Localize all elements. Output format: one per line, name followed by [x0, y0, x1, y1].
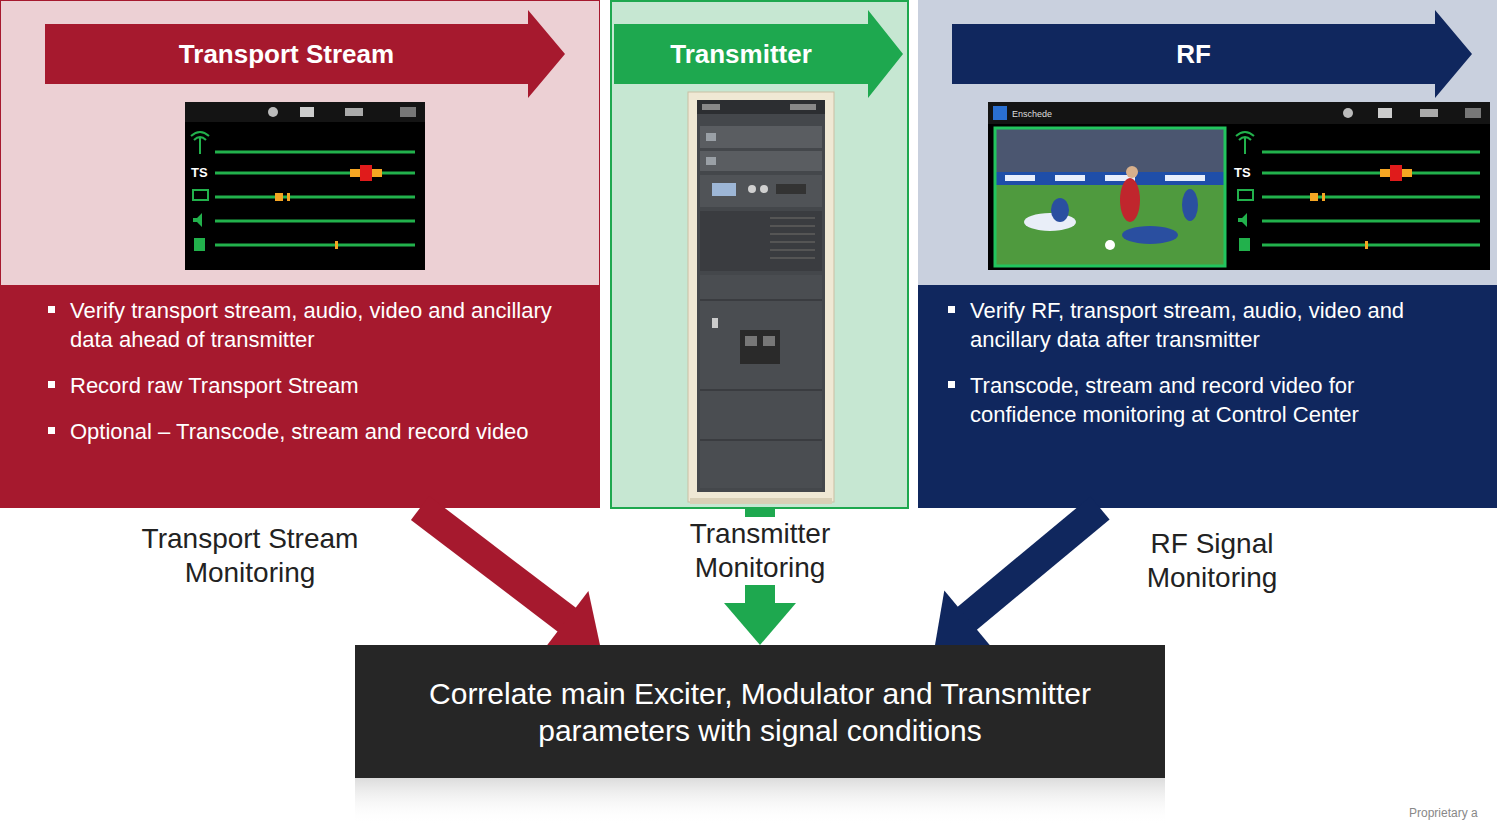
footer-note: Proprietary a — [1409, 806, 1478, 820]
bullet-item: Verify RF, transport stream, audio, vide… — [946, 296, 1466, 354]
process-box: Correlate main Exciter, Modulator and Tr… — [355, 645, 1165, 778]
bullet-list: Verify transport stream, audio, video an… — [46, 296, 586, 463]
screen-label: TS — [191, 165, 208, 180]
panel-box: Transmitter — [610, 0, 908, 508]
screen-label: TS — [1234, 165, 1251, 180]
connector-arrow — [420, 508, 568, 621]
edge-label-holder: RF Signal Monitoring — [1092, 527, 1332, 595]
edge-label: Transmitter Monitoring — [650, 517, 870, 585]
panel-heading: Transport Stream — [45, 24, 528, 84]
bullet-item: Record raw Transport Stream — [46, 371, 586, 400]
edge-label-holder: Transmitter Monitoring — [650, 517, 870, 585]
panel-box: RF Verify RF, transport stream, audio, vi… — [918, 0, 1497, 508]
bullet-item: Transcode, stream and record video for c… — [946, 371, 1466, 429]
panel-box: Transport StreamVerify transport stream,… — [0, 0, 600, 508]
connector-arrow — [966, 508, 1100, 619]
arrow-head — [545, 591, 600, 648]
screen-label: Enschede — [1012, 109, 1052, 120]
arrow-head — [935, 590, 990, 645]
edge-label: RF Signal Monitoring — [1092, 527, 1332, 595]
panel-heading: Transmitter — [614, 24, 868, 84]
bullet-item: Verify transport stream, audio, video an… — [46, 296, 586, 354]
arrow-head — [724, 603, 796, 645]
box-text: Correlate main Exciter, Modulator and Tr… — [415, 675, 1105, 749]
edge-label-holder: Transport Stream Monitoring — [100, 522, 400, 590]
edge-label: Transport Stream Monitoring — [100, 522, 400, 590]
bullet-item: Optional – Transcode, stream and record … — [46, 417, 586, 446]
panel-heading: RF — [952, 24, 1435, 84]
bullet-list: Verify RF, transport stream, audio, vide… — [946, 296, 1466, 446]
